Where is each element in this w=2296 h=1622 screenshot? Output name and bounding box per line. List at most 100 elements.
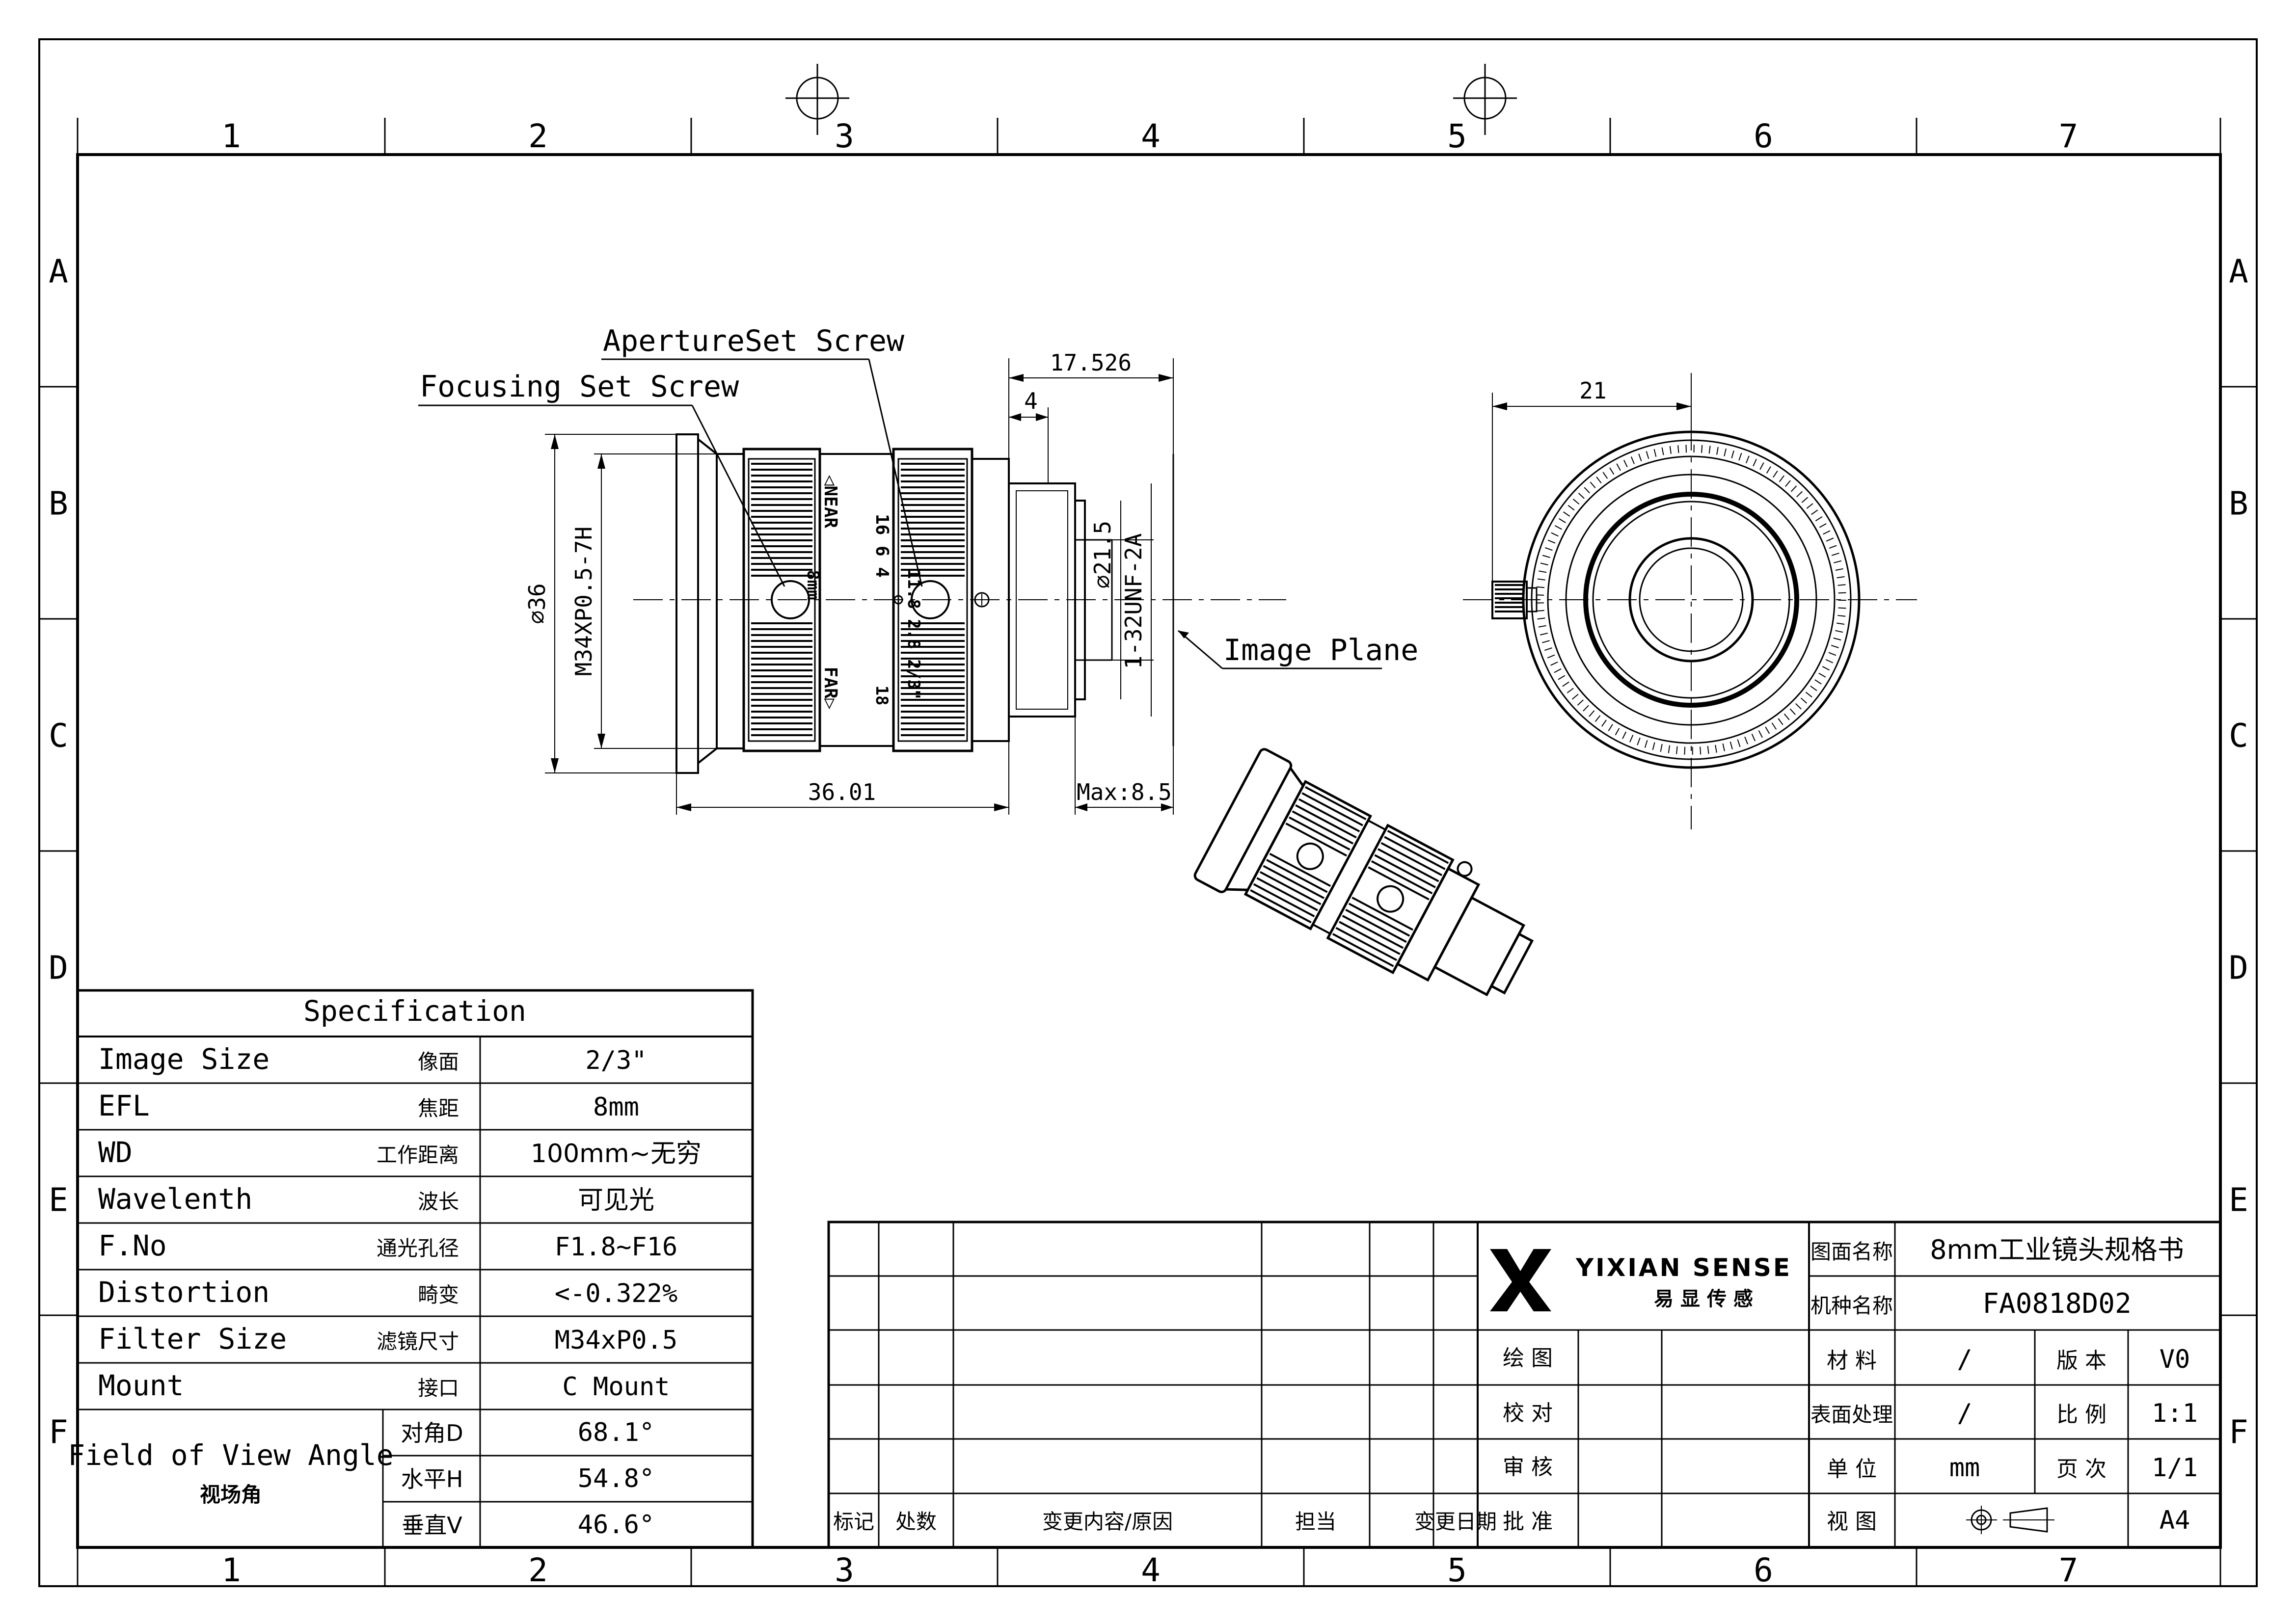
fov-cn-0: 对角D: [401, 1420, 463, 1446]
zone-col-bottom-2: 2: [528, 1551, 548, 1589]
spec-cn-f-no: 通光孔径: [377, 1236, 459, 1260]
title-block: 标记处数变更内容/原因担当变更日期 绘 图校 对审 核批 准 YIXIAN SE…: [827, 1221, 2222, 1549]
marking-near: ◁NEAR: [820, 475, 840, 529]
zone-col-top-1: 1: [221, 117, 241, 155]
marking-f-top: 16 6 4: [872, 514, 892, 578]
revision-header-0: 标记: [833, 1510, 874, 1534]
title-surface: /: [1957, 1399, 1972, 1428]
zone-row-right-A: A: [2229, 253, 2248, 291]
dim-flange: 17.526: [1050, 349, 1132, 376]
spec-cn-distortion: 畸变: [418, 1283, 459, 1307]
title-unit: mm: [1949, 1453, 1980, 1483]
lens-isometric-view: [1193, 748, 1534, 997]
zone-col-top-7: 7: [2059, 117, 2079, 155]
title-drawing-name-label: 图面名称: [1810, 1240, 1893, 1264]
zone-col-top-3: 3: [835, 117, 854, 155]
focusing-screw: [771, 580, 810, 619]
revision-header-4: 变更日期: [1414, 1510, 1497, 1534]
zone-col-top-2: 2: [528, 117, 548, 155]
spec-cn-wavelenth: 波长: [418, 1190, 459, 1214]
spec-label-distortion: Distortion: [98, 1276, 270, 1309]
title-scale-label: 比 例: [2056, 1402, 2107, 1427]
title-material: /: [1957, 1345, 1972, 1374]
spec-value-filter-size: M34xP0.5: [555, 1326, 677, 1355]
dim-max-protrusion: Max:8.5: [1077, 779, 1172, 805]
sign-label-3: 批 准: [1503, 1509, 1553, 1534]
zone-col-bottom-5: 5: [1447, 1551, 1467, 1589]
spec-label-mount: Mount: [98, 1369, 184, 1402]
dim-overall-diameter: ⌀36: [524, 583, 550, 624]
lens-front-view: 21: [1463, 373, 1917, 829]
marking-f-bottom: 11.8 2.8 2/3": [904, 569, 923, 699]
spec-cn-mount: 接口: [418, 1376, 459, 1400]
title-material-label: 材 料: [1827, 1348, 1877, 1373]
logo-cn: 易 显 传 感: [1654, 1288, 1753, 1310]
zone-col-top-5: 5: [1447, 117, 1467, 155]
zone-col-bottom-4: 4: [1141, 1551, 1161, 1589]
title-page: 1/1: [2152, 1453, 2198, 1483]
marking-far: FAR▷: [820, 667, 840, 710]
fov-value-1: 54.8°: [578, 1464, 655, 1493]
revision-header-2: 变更内容/原因: [1042, 1510, 1173, 1534]
zone-col-top-6: 6: [1754, 117, 1773, 155]
spec-value-f-no: F1.8~F16: [555, 1232, 677, 1262]
title-version: V0: [2160, 1345, 2190, 1374]
zone-col-bottom-1: 1: [221, 1551, 241, 1589]
spec-value-mount: C Mount: [562, 1372, 670, 1402]
spec-cn-filter-size: 滤镜尺寸: [377, 1330, 459, 1354]
dim-filter-thread: M34XP0.5-7H: [570, 527, 597, 676]
callout-focusing-screw: Focusing Set Screw: [420, 370, 739, 404]
marking-focal: 8mm: [803, 570, 823, 600]
fov-label: Field of View Angle: [68, 1438, 393, 1472]
dim-front-view: 21: [1579, 377, 1606, 404]
f-stop-markings: 16 6 4 11.8 2.8 2/3" 18: [872, 514, 923, 706]
title-drawing-name: 8mm工业镜头规格书: [1930, 1234, 2184, 1265]
title-version-label: 版 本: [2056, 1348, 2107, 1373]
sign-label-2: 审 核: [1503, 1455, 1553, 1480]
rear-element: [1074, 500, 1086, 700]
brand-logo: YIXIAN SENSE 易 显 传 感: [1490, 1249, 1792, 1311]
spec-label-f-no: F.No: [98, 1229, 167, 1262]
callout-aperture-screw: ApertureSet Screw: [603, 324, 905, 358]
spec-label-filter-size: Filter Size: [98, 1322, 287, 1356]
sign-label-0: 绘 图: [1503, 1346, 1553, 1371]
spec-value-image-size: 2/3": [585, 1046, 647, 1075]
title-model-label: 机种名称: [1810, 1294, 1893, 1318]
spec-cn-efl: 焦距: [418, 1096, 459, 1120]
fov-value-2: 46.6°: [578, 1510, 655, 1540]
zone-row-right-F: F: [2229, 1413, 2248, 1451]
spec-label-wavelenth: Wavelenth: [98, 1182, 252, 1216]
spec-label-wd: WD: [98, 1136, 133, 1169]
zone-col-bottom-6: 6: [1754, 1551, 1773, 1589]
zone-row-left-B: B: [49, 485, 68, 523]
title-page-label: 页 次: [2056, 1457, 2107, 1482]
dim-length: 36.01: [808, 779, 876, 805]
zone-col-top-4: 4: [1141, 117, 1161, 155]
fov-cn-2: 垂直V: [402, 1512, 462, 1539]
title-unit-label: 单 位: [1827, 1457, 1877, 1482]
centering-mark-left: [785, 64, 849, 135]
title-scale: 1:1: [2152, 1399, 2198, 1428]
dim-mount-length: 4: [1024, 388, 1038, 414]
spec-label-efl: EFL: [98, 1089, 150, 1122]
spec-cn-wd: 工作距离: [377, 1143, 459, 1167]
fov-cn: 视场角: [200, 1483, 262, 1507]
fov-value-0: 68.1°: [578, 1418, 655, 1447]
revision-header-3: 担当: [1295, 1510, 1336, 1534]
spec-table-title: Specification: [303, 994, 526, 1028]
spec-value-wavelenth: 可见光: [578, 1186, 654, 1215]
spec-cn-image-size: 像面: [418, 1050, 459, 1074]
marking-f-end: 18: [872, 686, 891, 706]
sign-label-1: 校 对: [1503, 1401, 1553, 1426]
zone-row-left-F: F: [49, 1413, 68, 1451]
aperture-screw: [911, 580, 950, 619]
first-angle-projection-icon: [1966, 1506, 2054, 1534]
title-paper: A4: [2160, 1506, 2190, 1535]
spec-value-distortion: <-0.322%: [555, 1279, 677, 1308]
lens-side-view: ◁NEAR 8mm FAR▷ 16 6 4 11.8 2.8 2/3" 18 A…: [418, 324, 1418, 815]
zone-row-left-E: E: [49, 1181, 68, 1219]
logo-wordmark: YIXIAN SENSE: [1575, 1253, 1792, 1282]
zone-col-bottom-7: 7: [2059, 1551, 2079, 1589]
